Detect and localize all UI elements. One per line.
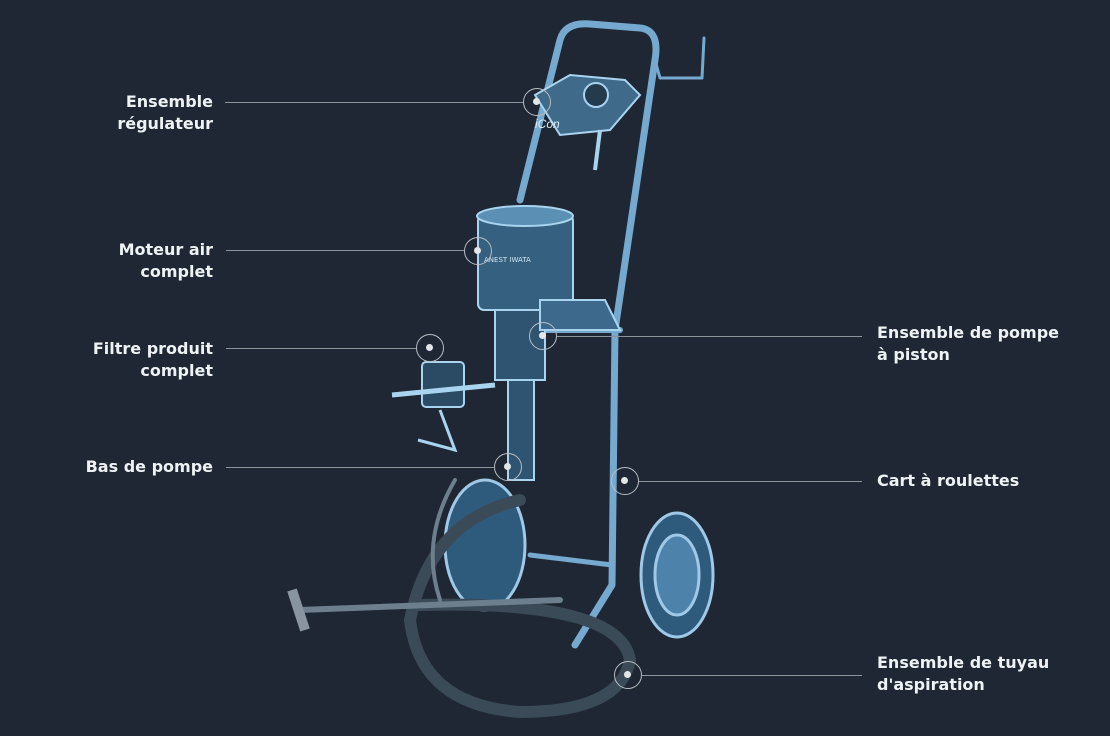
leader-line bbox=[225, 102, 523, 103]
regulator-assembly bbox=[533, 73, 642, 171]
callout-label-cart: Cart à roulettes bbox=[877, 470, 1019, 492]
hotspot-cart[interactable] bbox=[611, 467, 639, 495]
callout-label-regulator: Ensemble régulateur bbox=[117, 91, 213, 135]
leader-line bbox=[226, 250, 464, 251]
callout-label-suction-hose: Ensemble de tuyau d'aspiration bbox=[877, 652, 1049, 696]
hotspot-regulator[interactable] bbox=[523, 88, 551, 116]
callout-label-filter: Filtre produit complet bbox=[93, 338, 213, 382]
leader-line bbox=[226, 467, 494, 468]
leader-line bbox=[226, 348, 416, 349]
anest-iwata-logo: ANEST IWATA bbox=[484, 256, 531, 264]
hotspot-pump-bottom[interactable] bbox=[494, 453, 522, 481]
callout-label-pump-bottom: Bas de pompe bbox=[86, 456, 213, 478]
hotspot-piston-pump[interactable] bbox=[529, 322, 557, 350]
hotspot-motor[interactable] bbox=[464, 237, 492, 265]
hotspot-suction-hose[interactable] bbox=[614, 661, 642, 689]
callout-text: Cart à roulettes bbox=[877, 471, 1020, 490]
callout-text: Moteur air complet bbox=[118, 240, 213, 281]
callout-text: Ensemble régulateur bbox=[117, 92, 213, 133]
leader-line bbox=[557, 336, 862, 337]
icon-logo: iCon bbox=[535, 117, 560, 131]
callout-text: Bas de pompe bbox=[85, 457, 213, 476]
leader-line bbox=[642, 675, 862, 676]
product-filter bbox=[391, 361, 496, 453]
suction-hose bbox=[297, 478, 637, 719]
callout-label-piston-pump: Ensemble de pompe à piston bbox=[877, 322, 1059, 366]
callout-text: Filtre produit complet bbox=[92, 339, 213, 380]
air-motor bbox=[476, 205, 574, 311]
hotspot-filter[interactable] bbox=[416, 334, 444, 362]
callout-text: Ensemble de pompe à piston bbox=[877, 323, 1060, 364]
leader-line bbox=[639, 481, 862, 482]
strainer bbox=[287, 588, 310, 632]
callout-text: Ensemble de tuyau d'aspiration bbox=[877, 653, 1050, 694]
wheels bbox=[443, 478, 715, 639]
callout-label-motor: Moteur air complet bbox=[119, 239, 213, 283]
piston-pump bbox=[494, 299, 622, 481]
